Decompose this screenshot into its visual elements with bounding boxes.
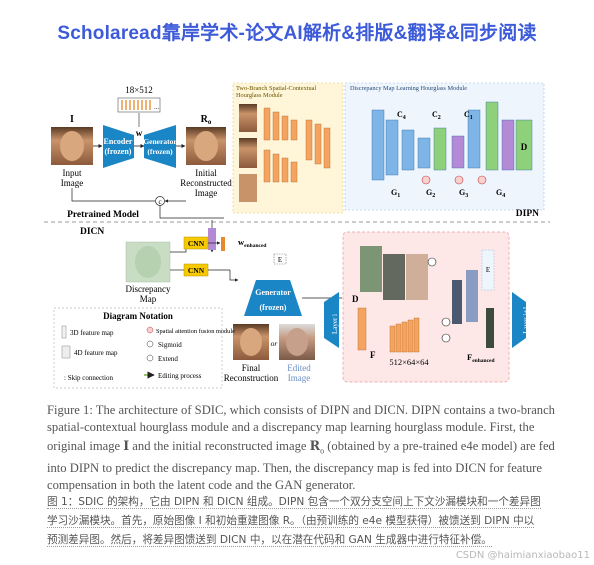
diagram-notation-box: Diagram Notation 3D feature map 4D featu…: [53, 307, 235, 389]
initial-caption-line1: Initial: [195, 168, 217, 178]
dicn-f-label: F: [370, 350, 376, 360]
caption-zh-line-2: 学习沙漏模块。首先，原始图像 I 和初始重建图像 R。（由预训练的 e4e 模型…: [47, 515, 535, 528]
dicn-generator-label-1: Generator: [255, 288, 291, 297]
notation-item-fusion: Spatial attention fusion module: [156, 328, 235, 335]
svg-text:c: c: [158, 198, 161, 206]
e-in-panel-label: E: [486, 266, 490, 274]
dipn-c4-label: C4: [397, 110, 406, 121]
encoder-label-1: Encoder: [104, 137, 133, 146]
dicn-section: DICN Discrepancy Map CNN CNN wenhanced E…: [80, 220, 530, 383]
dipn-g1-label: G1: [391, 188, 400, 199]
layer-i1-tag: [512, 292, 526, 348]
csdn-watermark: CSDN @haimianxiaobao11: [455, 550, 590, 561]
final-caption-1: Final: [242, 363, 261, 373]
caption-en-line-3f: (obtained by a pre-trained e4e model) ar…: [324, 438, 555, 453]
encoder-label-2: (frozen): [105, 147, 132, 156]
dipn-section: Two-Branch Spatial-Contextual Hourglass …: [232, 82, 545, 219]
pretrained-model-section: 18×512 ... I Input Image Encoder (frozen…: [51, 85, 232, 220]
hourglass-blocks: [371, 101, 533, 181]
caption-zh-line-3: 预测差异图。然后，将差异图馈送到 DICN 中，以在潜在代码和 GAN 生成器中…: [47, 534, 492, 547]
generator-block-top: [144, 125, 176, 168]
r0-label: Ro: [201, 114, 212, 126]
caption-math-I: I: [123, 437, 130, 453]
cnn-label-1: CNN: [188, 239, 205, 248]
dipn-left-title-1: Two-Branch Spatial-Contextual: [236, 85, 316, 92]
dipn-plus-nodes: [421, 175, 487, 185]
dicn-generator-block: [244, 280, 302, 316]
e-small-block: [273, 253, 287, 265]
caption-en-line-4: into DIPN to predict the discrepancy map…: [47, 460, 542, 475]
notation-item-extend: Extend: [158, 355, 178, 363]
w-label: w: [136, 128, 143, 138]
layer-i-label: Layer i: [331, 314, 339, 334]
layer-i-tag: [324, 292, 339, 348]
dipn-c2-label: C2: [432, 110, 441, 121]
dicn-generator-label-2: (frozen): [260, 303, 287, 312]
edited-caption-2: Image: [288, 373, 311, 383]
caption-math-R-sub: o: [320, 446, 325, 456]
caption-en-line-2: spatial-contextual hourglass module and …: [47, 420, 535, 435]
pretrained-model-label: Pretrained Model: [67, 210, 139, 220]
caption-en-line-3a: original image: [47, 438, 124, 453]
latent-code-bars: ...: [117, 97, 161, 113]
initial-caption-line2: Reconstructed: [180, 178, 232, 188]
input-label-I: I: [70, 114, 74, 125]
dicn-d-label: D: [352, 294, 359, 304]
e-small-label: E: [278, 256, 282, 264]
final-caption-2: Reconstruction: [224, 373, 279, 383]
dipn-right-title: Discrepancy Map Learning Hourglass Modul…: [350, 85, 467, 92]
dipn-g4-label: G4: [496, 188, 505, 199]
caption-en-line-1: Figure 1: The architecture of SDIC, whic…: [47, 403, 555, 417]
figure-caption-english: Figure 1: The architecture of SDIC, whic…: [47, 402, 557, 495]
svg-text:...: ...: [154, 103, 160, 111]
discrepancy-caption-1: Discrepancy: [126, 284, 171, 294]
dicn-section-label: DICN: [80, 227, 104, 237]
architecture-diagram: 18×512 ... I Input Image Encoder (frozen…: [44, 82, 550, 389]
caption-en-line-3: original image I and the initial reconst…: [47, 437, 557, 460]
caption-math-R: R: [309, 437, 321, 453]
figure-caption-chinese: 图 1：SDIC 的架构，它由 DIPN 和 DICN 组成。DIPN 包含一个…: [47, 493, 557, 550]
notation-item-skip: : Skip connection: [64, 374, 113, 382]
generator-label-1: Generator: [143, 137, 177, 146]
dipn-left-title-2: Hourglass Module: [236, 92, 283, 99]
dipn-g2-label: G2: [426, 188, 435, 199]
edited-caption-1: Edited: [287, 363, 311, 373]
f-dims-label: 512×64×64: [389, 357, 429, 367]
dicn-orange-features: [357, 307, 420, 353]
discrepancy-caption-2: Map: [140, 294, 157, 304]
caption-en-line-5: compensation in both the latent code and…: [47, 478, 356, 493]
latent-dims-label: 18×512: [125, 85, 153, 95]
cnn-label-2: CNN: [188, 266, 205, 275]
initial-caption-line3: Image: [195, 188, 218, 198]
encoder-block: [103, 125, 134, 168]
dicn-vertical-strip: [208, 228, 216, 250]
caption-en-line-3c: and the initial reconstructed image: [129, 438, 310, 453]
dipn-g3-label: G3: [459, 188, 468, 199]
notation-item-4d: 4D feature map: [74, 349, 118, 357]
banner-title: Scholaread靠岸学术-论文AI解析&排版&翻译&同步阅读: [57, 23, 537, 44]
dipn-d-label: D: [521, 142, 528, 152]
dipn-feature-maps: [263, 107, 331, 183]
generator-label-2: (frozen): [147, 147, 173, 156]
input-caption-line1: Input: [63, 168, 82, 178]
f-enhanced-label: Fenhanced: [467, 352, 495, 364]
layer-i1-label: Layer i+1: [522, 306, 530, 334]
dipn-face-stack: [239, 104, 257, 202]
dipn-section-label: DIPN: [516, 209, 539, 219]
w-enhanced-label: wenhanced: [238, 237, 266, 249]
concat-symbol: [155, 196, 165, 206]
notation-title: Diagram Notation: [103, 311, 173, 321]
input-caption-line2: Image: [61, 178, 84, 188]
notation-item-3d: 3D feature map: [70, 329, 114, 337]
notation-item-editing: Editing process: [158, 372, 202, 380]
notation-item-sigmoid: Sigmoid: [158, 341, 182, 349]
dipn-c1-label: C1: [464, 110, 473, 121]
or-label: or: [271, 339, 278, 348]
caption-zh-line-1: 图 1：SDIC 的架构，它由 DIPN 和 DICN 组成。DIPN 包含一个…: [47, 496, 541, 509]
